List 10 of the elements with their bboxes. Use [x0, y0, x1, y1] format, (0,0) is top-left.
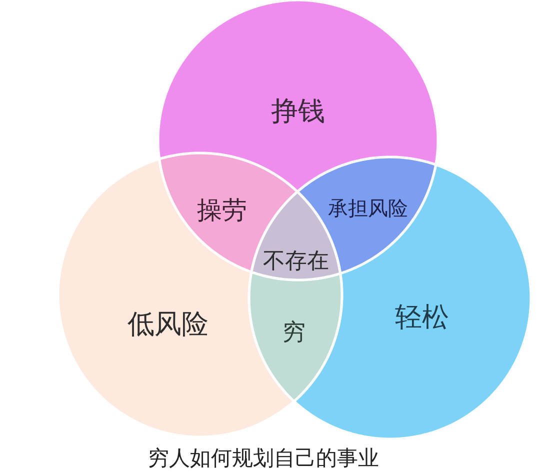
caption: 穷人如何规划自己的事业: [148, 445, 379, 472]
region-label: 挣钱: [271, 97, 325, 127]
region-label: 操劳: [197, 196, 247, 224]
region-label: 低风险: [128, 310, 208, 340]
region-label: 穷: [282, 320, 306, 346]
region-label: 轻松: [395, 303, 449, 333]
region-label: 不存在: [263, 250, 329, 274]
outer-region: [158, 0, 438, 192]
region-label: 承担风险: [328, 197, 408, 219]
overlap-region: [249, 272, 342, 402]
